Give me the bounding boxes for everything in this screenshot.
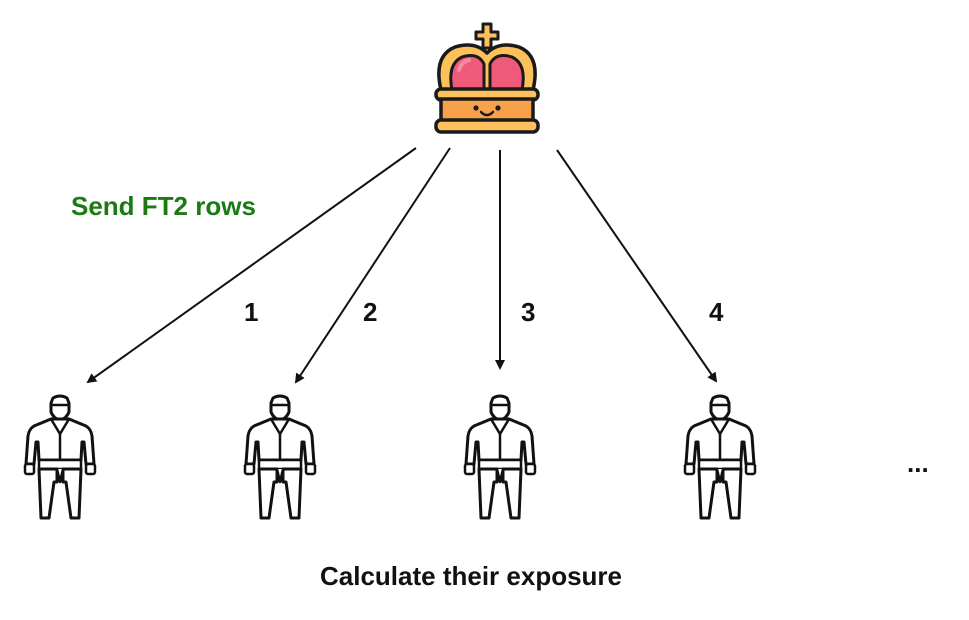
send-rows-label: Send FT2 rows [71,191,256,221]
more-indicator: ... [907,448,929,478]
person-icon [463,394,537,520]
person-icon [23,394,97,520]
person-icon [683,394,757,520]
arrow-label-4: 4 [709,297,724,327]
arrow-1 [86,147,417,384]
arrow-2 [294,147,451,384]
arrow-label-2: 2 [363,297,378,327]
crown-icon [434,22,540,134]
person-icon [243,394,317,520]
caption: Calculate their exposure [320,561,622,591]
arrow-4 [556,149,718,383]
arrow-label-3: 3 [521,297,536,327]
arrow-label-1: 1 [244,297,259,327]
